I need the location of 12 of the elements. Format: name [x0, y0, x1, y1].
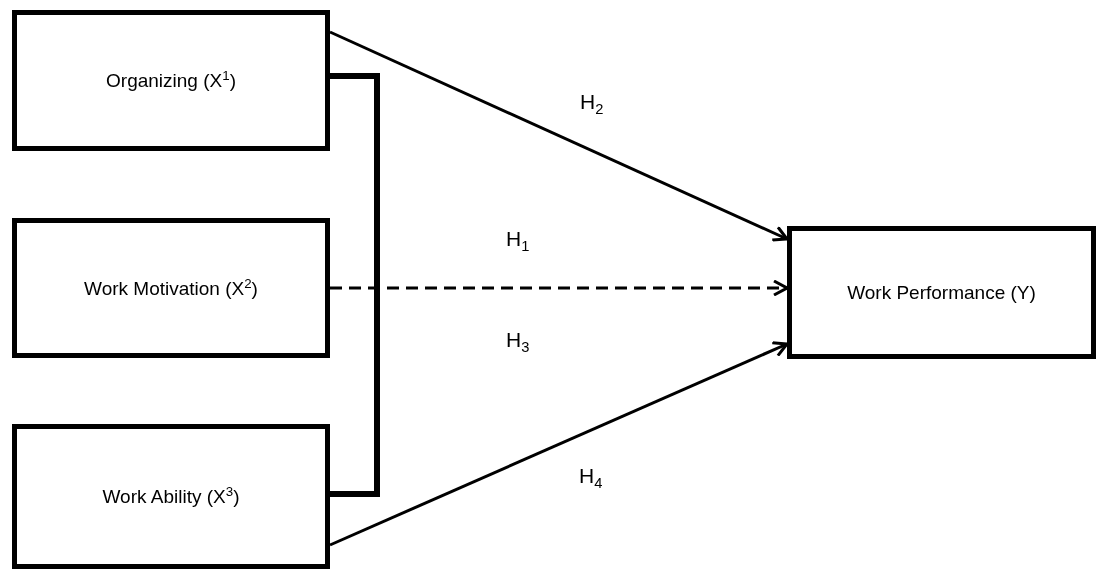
arrow [329, 341, 789, 547]
arrow [329, 30, 789, 242]
connector-line [330, 73, 380, 497]
variable-name: Organizing (X$^{1}$) [106, 68, 236, 93]
variable-name: Work Ability (X$^{3}$) [102, 484, 240, 509]
variable-box [12, 10, 330, 151]
variable-box [12, 424, 330, 569]
variable-name: Work Motivation (X$^{2}$) [84, 275, 258, 301]
variable-name: Work Performance (Y) [847, 281, 1036, 304]
variable-box [787, 226, 1096, 359]
variable-box [12, 218, 330, 358]
arrow [330, 279, 789, 297]
